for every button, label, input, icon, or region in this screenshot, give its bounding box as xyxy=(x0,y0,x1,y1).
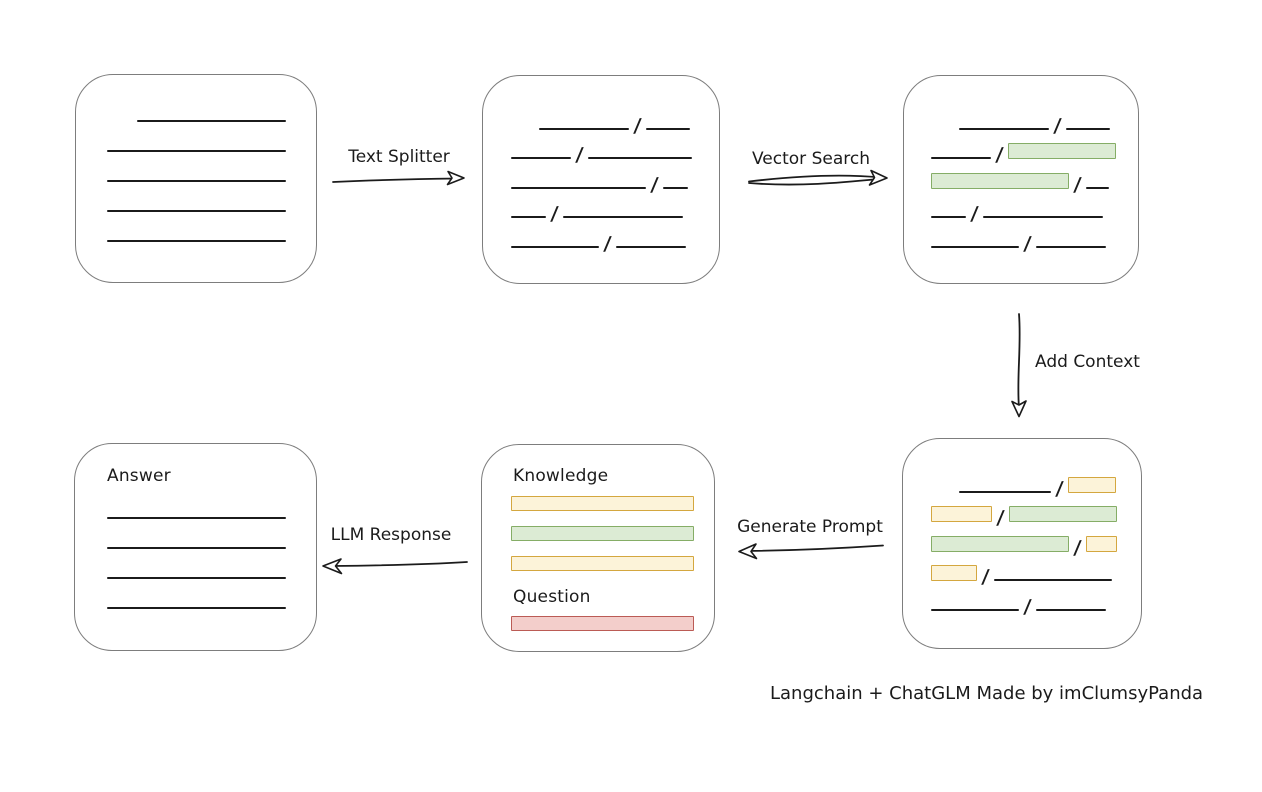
text-line xyxy=(511,157,571,159)
text-line xyxy=(1035,245,1106,248)
text-line xyxy=(645,127,690,130)
text-splitter-arrow xyxy=(332,170,465,186)
text-line xyxy=(931,157,991,159)
text-row: / xyxy=(931,189,1116,225)
text-row: / xyxy=(931,552,1117,588)
text-row xyxy=(107,152,286,182)
text-line xyxy=(107,180,286,182)
text-row xyxy=(107,182,286,212)
text-line xyxy=(539,127,629,130)
generate-prompt-arrow xyxy=(738,543,884,560)
green-chunk xyxy=(1007,143,1116,159)
text-row xyxy=(107,519,286,549)
add-context-label: Add Context xyxy=(1035,352,1140,372)
green-chunk xyxy=(1008,506,1117,522)
yellow-chunk xyxy=(1085,535,1117,552)
green-chunk xyxy=(931,535,1069,552)
text-row: / xyxy=(931,463,1117,500)
answer-lines xyxy=(107,489,286,609)
split-text-lines: ///// xyxy=(511,100,692,255)
prompt-content: Knowledge Question xyxy=(511,467,696,646)
question-label: Question xyxy=(513,587,591,607)
green-bar xyxy=(511,526,694,541)
red-bar xyxy=(511,616,694,631)
context-chunks-box: ///// xyxy=(902,438,1142,649)
text-row: / xyxy=(511,189,692,225)
text-line xyxy=(1035,608,1106,611)
slash-separator: / xyxy=(1022,595,1033,618)
text-row: / xyxy=(931,522,1117,559)
add-context-arrow xyxy=(1011,313,1027,418)
text-line xyxy=(107,607,286,609)
text-splitter-label: Text Splitter xyxy=(348,147,450,167)
vector-search-arrow xyxy=(748,169,888,186)
text-line xyxy=(511,186,646,189)
text-row: / xyxy=(511,218,692,255)
text-line xyxy=(931,245,1019,248)
text-line xyxy=(662,186,688,189)
text-line xyxy=(562,216,683,218)
slash-separator: / xyxy=(1022,232,1033,255)
text-row: / xyxy=(511,100,692,137)
text-line xyxy=(107,210,286,212)
text-line xyxy=(959,490,1051,493)
text-line xyxy=(511,245,599,248)
generate-prompt-label: Generate Prompt xyxy=(737,517,883,537)
text-line xyxy=(931,216,966,218)
yellow-chunk xyxy=(931,565,977,581)
slash-separator: / xyxy=(602,232,613,255)
text-row: / xyxy=(931,159,1116,196)
text-line xyxy=(137,120,286,122)
text-line xyxy=(959,127,1049,130)
yellow-bar xyxy=(511,496,694,511)
caption: Langchain + ChatGLM Made by imClumsyPand… xyxy=(770,683,1204,704)
llm-response-label: LLM Response xyxy=(330,525,452,545)
vector-matches-box: ///// xyxy=(903,75,1139,284)
text-line xyxy=(107,240,286,242)
text-row: / xyxy=(931,218,1116,255)
text-row: / xyxy=(511,130,692,166)
text-row xyxy=(107,579,286,609)
text-row xyxy=(107,92,286,122)
text-line xyxy=(587,157,692,159)
text-line xyxy=(107,577,286,579)
text-row xyxy=(107,489,286,519)
document-box xyxy=(75,74,317,283)
text-line xyxy=(1085,186,1109,189)
text-row xyxy=(107,549,286,579)
text-line xyxy=(931,608,1019,611)
text-row: / xyxy=(511,159,692,196)
yellow-bar xyxy=(511,556,694,571)
text-line xyxy=(993,579,1112,581)
text-line xyxy=(107,547,286,549)
text-line xyxy=(1065,127,1110,130)
text-line xyxy=(982,216,1103,218)
green-chunk xyxy=(931,172,1069,189)
vector-match-lines: ///// xyxy=(931,100,1116,255)
text-row: / xyxy=(931,581,1117,618)
split-text-box: ///// xyxy=(482,75,720,284)
question-bars xyxy=(511,616,696,631)
text-row: / xyxy=(931,100,1116,137)
answer-label: Answer xyxy=(107,466,171,486)
context-chunk-lines: ///// xyxy=(931,463,1117,618)
document-lines xyxy=(107,92,286,242)
text-line xyxy=(107,150,286,152)
knowledge-bars xyxy=(511,496,696,571)
text-row: / xyxy=(931,493,1117,529)
text-row xyxy=(107,122,286,152)
yellow-chunk xyxy=(931,506,992,522)
answer-box: Answer xyxy=(74,443,317,651)
llm-response-arrow xyxy=(322,558,468,575)
knowledge-label: Knowledge xyxy=(513,466,609,486)
text-row xyxy=(107,212,286,242)
vector-search-label: Vector Search xyxy=(752,149,870,169)
yellow-chunk xyxy=(1067,476,1116,493)
text-line xyxy=(511,216,546,218)
text-line xyxy=(615,245,686,248)
text-row: / xyxy=(931,130,1116,166)
prompt-box: Knowledge Question xyxy=(481,444,715,652)
text-line xyxy=(107,517,286,519)
